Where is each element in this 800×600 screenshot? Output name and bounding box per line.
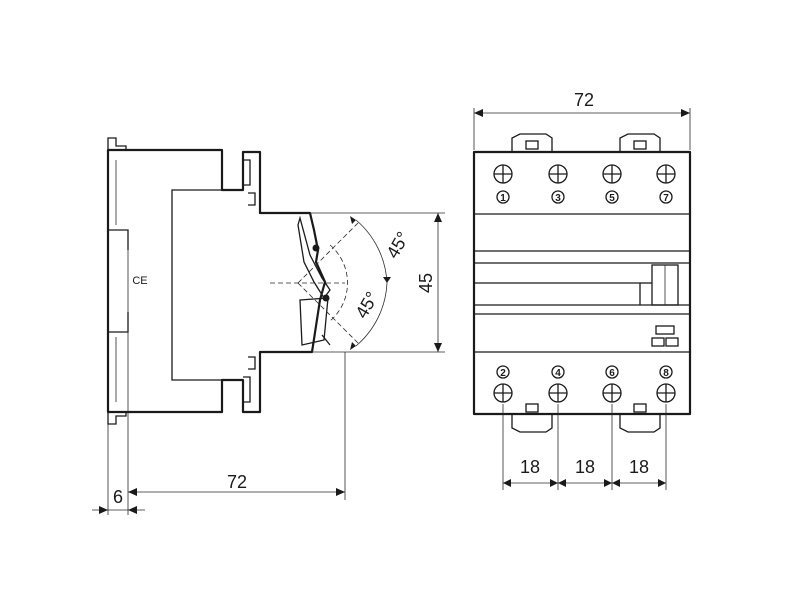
- terminal-number-badge: [659, 365, 673, 379]
- pivot-dot-upper: [312, 244, 320, 252]
- indicator-window: [665, 337, 679, 347]
- angle-ray-upper: [297, 220, 361, 284]
- pitch-dimension-label: 18: [629, 457, 649, 477]
- terminal-number-badge: [605, 365, 619, 379]
- clip-slot: [633, 403, 647, 413]
- terminal-label: 6: [609, 368, 615, 379]
- arrowhead: [550, 479, 558, 487]
- terminal-label: 3: [555, 193, 561, 204]
- terminal-label: 7: [663, 193, 669, 204]
- angle-label-lower: 45°: [351, 288, 382, 322]
- terminal-boss-bottom: [243, 376, 251, 403]
- terminal-number-badge: [551, 190, 565, 204]
- arrowhead: [99, 506, 108, 514]
- clip-slot: [525, 403, 539, 413]
- arrowhead: [604, 479, 612, 487]
- terminal-step-bottom: [248, 356, 256, 370]
- bottom-clip-left: [511, 414, 553, 433]
- arrowhead: [350, 216, 356, 224]
- rail-groove-lower: [107, 312, 129, 412]
- terminal-label: 8: [663, 368, 669, 379]
- terminal-number-badge: [551, 365, 565, 379]
- terminal-label: 5: [609, 193, 615, 204]
- top-clip-right: [619, 133, 661, 152]
- angle-arc-lower: [355, 282, 388, 347]
- pitch-dimension-label: 18: [575, 457, 595, 477]
- arrowhead: [434, 213, 442, 222]
- arrowhead: [558, 479, 566, 487]
- bottom-terminal-row: 2 4 6 8: [493, 365, 676, 403]
- bottom-clip-right: [619, 414, 661, 433]
- angle-ray-lower: [297, 282, 361, 346]
- offset-dimension-label: 6: [113, 487, 123, 507]
- depth-dimension-label: 72: [227, 472, 247, 492]
- arrowhead: [128, 506, 137, 514]
- arrowhead: [336, 488, 345, 496]
- angle-arc-upper: [355, 219, 388, 284]
- terminal-step-top: [248, 192, 256, 206]
- ce-mark: CE: [132, 275, 147, 287]
- width-dimension-label: 72: [574, 90, 594, 110]
- terminal-number-badge: [659, 190, 673, 204]
- angle-label-upper: 45°: [382, 228, 413, 262]
- front-view: 72 1: [472, 90, 692, 490]
- arrowhead: [383, 277, 391, 283]
- clip-slot: [525, 140, 539, 150]
- toggle-tip: [321, 334, 331, 346]
- pivot-dot-lower: [322, 294, 330, 302]
- arrowhead: [474, 109, 483, 117]
- side-view: CE 45° 45° 45 72 6: [92, 137, 445, 515]
- terminal-label: 1: [500, 193, 506, 204]
- arrowhead: [681, 109, 690, 117]
- angle-arc-inner: [329, 244, 348, 322]
- arrowhead: [503, 479, 511, 487]
- toggle-base: [299, 297, 329, 346]
- terminal-number-badge: [605, 190, 619, 204]
- arrowhead: [128, 488, 137, 496]
- terminal-label: 2: [500, 368, 506, 379]
- indicator-window: [651, 337, 665, 347]
- side-body-outline: [106, 148, 327, 414]
- pitch-dimension-label: 18: [520, 457, 540, 477]
- height-dimension-label: 45: [416, 273, 436, 293]
- terminal-number-badge: [496, 190, 510, 204]
- terminal-label: 4: [555, 368, 561, 379]
- rail-clip-top: [107, 137, 127, 150]
- arrowhead: [350, 342, 356, 350]
- arrowhead: [434, 343, 442, 352]
- rail-groove-upper: [107, 150, 129, 250]
- side-body-recess: [171, 189, 222, 381]
- test-button: [655, 325, 675, 335]
- arrowhead: [612, 479, 620, 487]
- arrowhead: [658, 479, 666, 487]
- top-clip-left: [511, 133, 553, 152]
- clip-slot: [633, 140, 647, 150]
- terminal-number-badge: [496, 365, 510, 379]
- terminal-boss-top: [243, 159, 251, 186]
- rail-clip-bottom: [107, 412, 127, 425]
- top-terminal-row: 1 3 5 7: [493, 164, 676, 204]
